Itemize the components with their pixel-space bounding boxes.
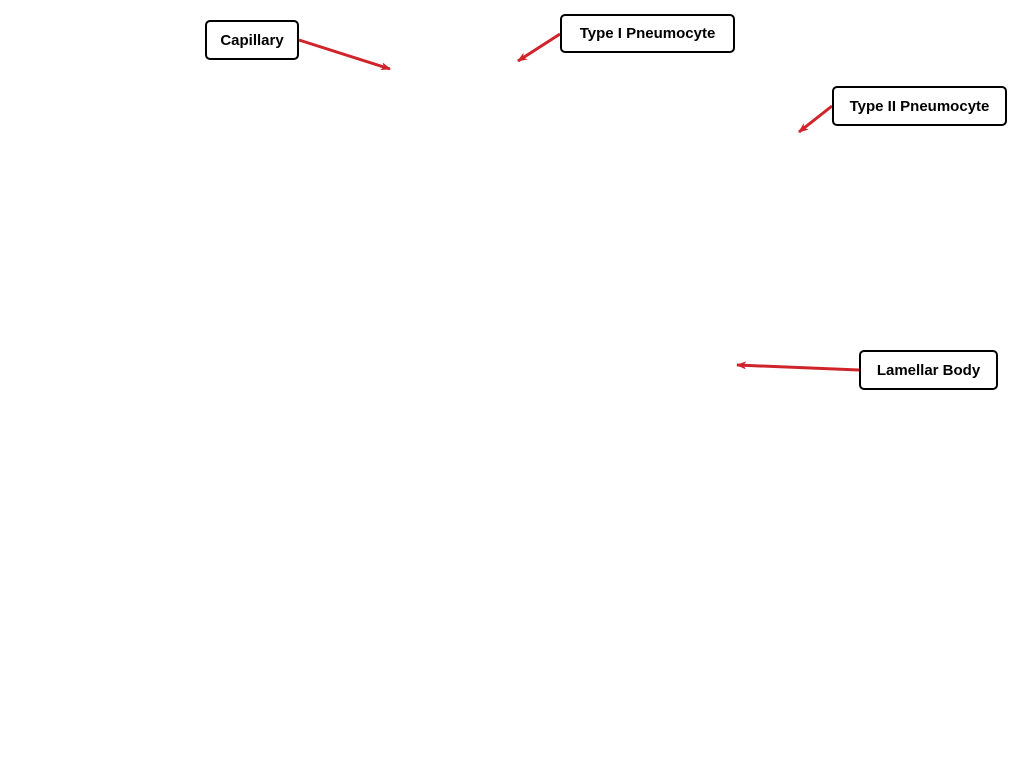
label-lamellar-body-text: Lamellar Body [876, 361, 981, 379]
arrow-lamellar [736, 361, 860, 372]
arrow-type2 [798, 104, 833, 134]
label-lamellar-body: Lamellar Body [859, 350, 998, 390]
label-type-ii-pneumocyte: Type II Pneumocyte [832, 86, 1007, 126]
arrow-capillary [298, 38, 391, 71]
label-capillary: Capillary [205, 20, 299, 60]
label-type-i-pneumocyte: Type I Pneumocyte [560, 14, 735, 53]
label-capillary-text: Capillary [220, 31, 284, 49]
label-type-i-pneumocyte-text: Type I Pneumocyte [579, 25, 716, 42]
label-type-ii-pneumocyte-text: Type II Pneumocyte [849, 97, 990, 115]
arrow-type1 [517, 32, 561, 63]
